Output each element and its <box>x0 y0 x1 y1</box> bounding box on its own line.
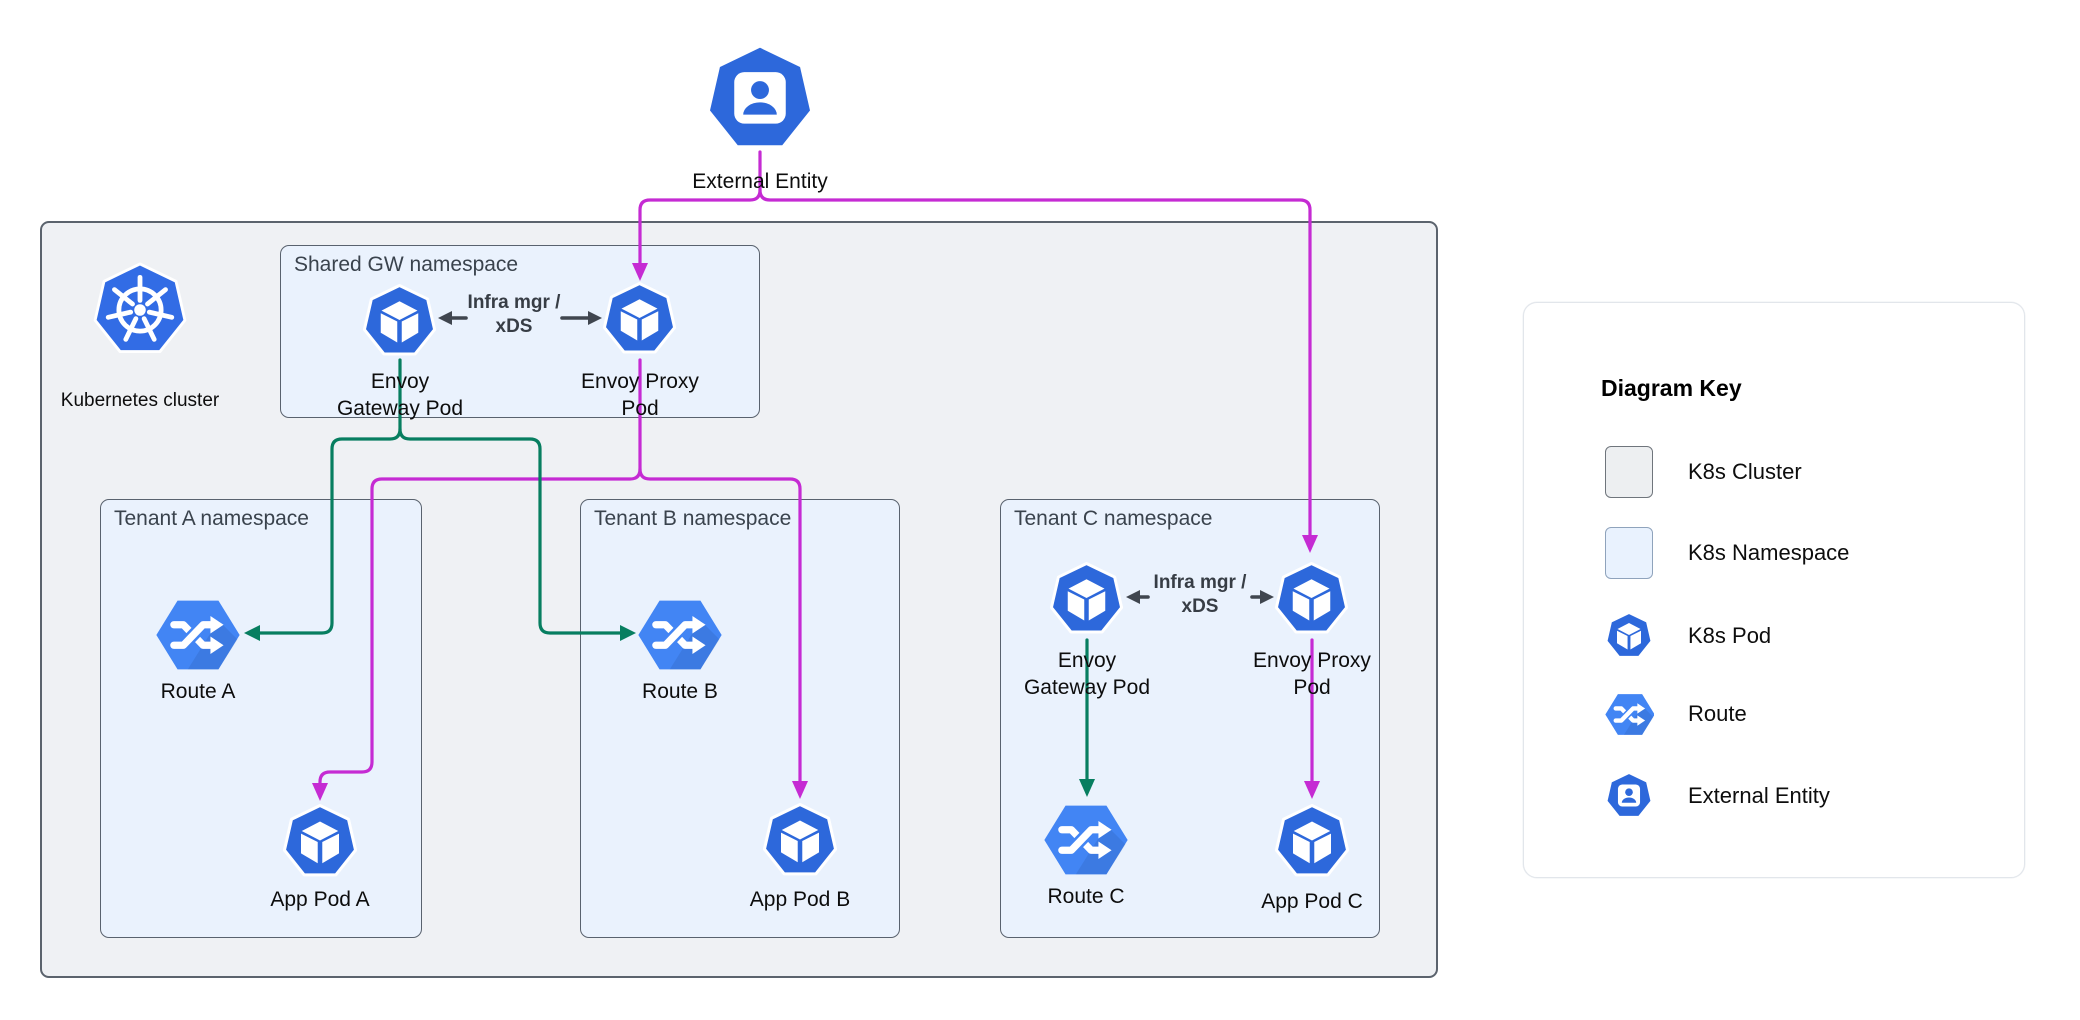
diagram-key-panel: Diagram Key K8s Cluster K8s Namespace K8… <box>1523 302 2025 878</box>
key-row-k8s-cluster: K8s Cluster <box>1604 446 1802 498</box>
route-b-label: Route B <box>642 680 718 703</box>
app-pod-b-label: App Pod B <box>749 888 851 911</box>
route-c-label: Route C <box>1047 885 1125 908</box>
key-label: K8s Cluster <box>1688 459 1802 484</box>
key-row-route: Route <box>1604 688 1747 740</box>
key-label: External Entity <box>1688 783 1830 808</box>
external-entity-icon <box>704 43 816 155</box>
namespace-swatch-icon <box>1604 527 1654 579</box>
shared-envoy-proxy-pod-label: Envoy Proxy Pod <box>581 370 699 420</box>
diagram-key-title: Diagram Key <box>1601 375 1742 401</box>
app-pod-a-label: App Pod A <box>270 888 370 911</box>
shared-xds-link-label: Infra mgr / xDS <box>467 292 561 337</box>
tenant-c-namespace-box: Tenant C namespace <box>1000 499 1380 938</box>
tenant-c-envoy-proxy-pod-label: Envoy Proxy Pod <box>1253 649 1371 699</box>
tenant-c-namespace-title: Tenant C namespace <box>1014 507 1213 530</box>
key-row-external-entity: External Entity <box>1604 770 1830 822</box>
route-icon <box>1604 688 1654 740</box>
key-label: Route <box>1688 701 1747 726</box>
external-entity-label: External Entity <box>692 170 828 193</box>
key-row-k8s-pod: K8s Pod <box>1604 610 1771 662</box>
key-label: K8s Pod <box>1688 623 1772 648</box>
key-row-k8s-namespace: K8s Namespace <box>1604 527 1849 579</box>
tenant-a-namespace-box: Tenant A namespace <box>100 499 422 938</box>
cluster-swatch-icon <box>1604 446 1654 498</box>
app-pod-c-label: App Pod C <box>1261 890 1363 913</box>
kubernetes-cluster-label: Kubernetes cluster <box>60 390 220 411</box>
shared-envoy-gateway-pod-label: Envoy Gateway Pod <box>336 370 464 420</box>
route-a-label: Route A <box>160 680 236 703</box>
tenant-b-namespace-title: Tenant B namespace <box>594 507 792 530</box>
external-entity-icon <box>1604 770 1654 822</box>
k8s-pod-icon <box>1604 610 1654 662</box>
shared-gw-namespace-title: Shared GW namespace <box>294 253 519 276</box>
tenant-c-envoy-gateway-pod-label: Envoy Gateway Pod <box>1023 649 1151 699</box>
key-label: K8s Namespace <box>1688 540 1850 565</box>
tenant-c-xds-link-label: Infra mgr / xDS <box>1153 572 1247 617</box>
tenant-b-namespace-box: Tenant B namespace <box>580 499 900 938</box>
tenant-a-namespace-title: Tenant A namespace <box>114 507 309 530</box>
